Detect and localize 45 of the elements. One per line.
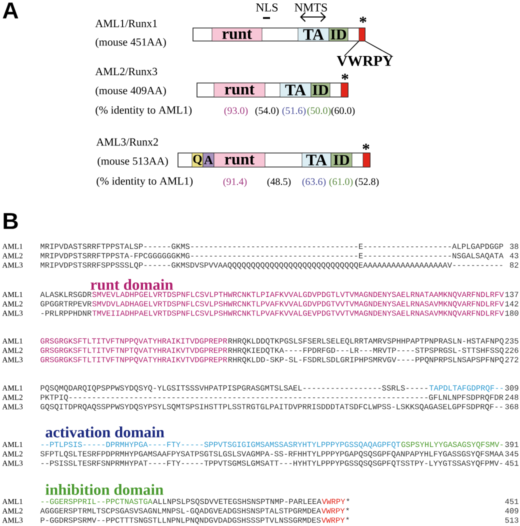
domain-box: Q — [192, 152, 204, 168]
domain-box: TA — [298, 28, 330, 42]
row-label: (% identity to AML1) — [96, 177, 193, 187]
identity-value: (63.6) — [302, 178, 326, 188]
motif-label: VWRPY — [336, 56, 394, 66]
leader-line — [364, 40, 392, 56]
identity-value: (48.5) — [267, 178, 291, 188]
motif-box — [362, 152, 370, 168]
domain-heading: inhibition domain — [46, 484, 164, 495]
domain-box: runt — [214, 152, 266, 168]
protein-name: AML2/Runx3 — [95, 68, 158, 76]
domain-box: TA — [280, 82, 312, 98]
asterisk-mark: * — [360, 16, 366, 23]
identity-value: (51.6) — [282, 106, 306, 116]
protein-name: AML1/Runx1 — [95, 20, 157, 28]
domain-box: ID — [310, 82, 330, 98]
domain-box: runt — [214, 82, 266, 98]
region-label: NLS — [256, 3, 278, 12]
domain-heading: runt domain — [90, 279, 174, 290]
domain-box: ID — [328, 28, 348, 42]
leader-line — [344, 40, 360, 56]
region-label: NMTS — [294, 3, 327, 12]
asterisk-mark: * — [342, 74, 348, 80]
identity-value: (93.0) — [224, 106, 248, 116]
panel-letter: B — [4, 213, 18, 229]
identity-value: (91.4) — [223, 178, 247, 188]
domain-heading: activation domain — [46, 426, 164, 438]
domain-box: ID — [330, 152, 352, 168]
domain-box: TA — [302, 152, 332, 168]
identity-value: (60.0) — [331, 106, 355, 116]
identity-value: (61.0) — [329, 178, 353, 188]
domain-box: runt — [212, 28, 262, 42]
length-label: (mouse 451AA) — [96, 38, 166, 48]
panel-letter: A — [2, 2, 18, 18]
identity-value: (50.0) — [307, 106, 331, 116]
row-label: (% identity to AML1) — [96, 106, 192, 116]
length-label: (mouse 513AA) — [98, 157, 168, 167]
length-label: (mouse 409AA) — [96, 86, 166, 96]
motif-box — [340, 82, 348, 98]
asterisk-mark: * — [362, 144, 370, 150]
identity-value: (52.8) — [355, 178, 379, 188]
protein-name: AML3/Runx2 — [96, 138, 158, 146]
identity-value: (54.0) — [255, 106, 279, 116]
motif-box — [358, 28, 366, 42]
domain-box: A — [202, 152, 214, 168]
